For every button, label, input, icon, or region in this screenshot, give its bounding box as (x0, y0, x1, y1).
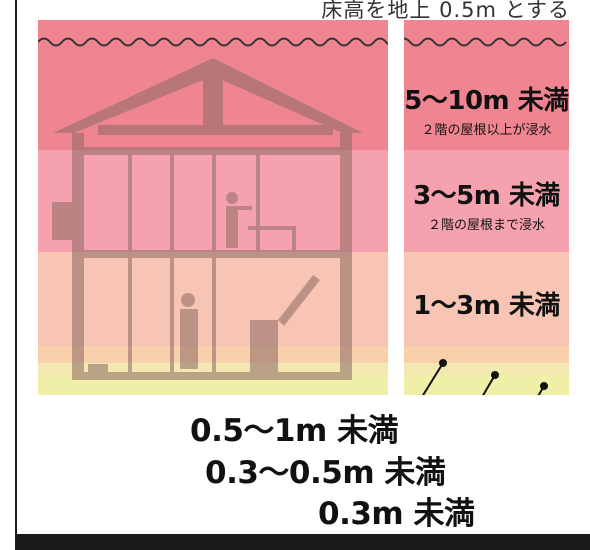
flood-depth-svg (38, 20, 569, 395)
page-left-border (0, 0, 17, 550)
house-illustration (52, 58, 363, 380)
band-right-0.3-0.5m (404, 363, 569, 375)
leader-dot-0.5-1m (439, 359, 447, 367)
band-right-3-5m (404, 150, 569, 252)
flood-depth-diagram: 5～10m 未満 ２階の屋根以上が浸水 3～5m 未満 ２階の屋根まで浸水 1～… (38, 20, 569, 395)
leader-dot-0.3m (540, 382, 548, 390)
band-gap (388, 20, 404, 395)
callout-leaders (421, 359, 548, 395)
water-surface-wave (38, 37, 567, 47)
band-label-5-10m: 5～10m 未満 ２階の屋根以上が浸水 (404, 86, 569, 138)
leader-dot-0.3-0.5m (491, 371, 499, 379)
leader-0.3-0.5m (482, 374, 496, 395)
band-label-1-3m: 1～3m 未満 (413, 291, 560, 321)
band-right-0.5-1m (404, 346, 569, 363)
callout-0.3-0.5m: 0.3～0.5m 未満 (205, 455, 446, 491)
leader-0.5-1m (421, 362, 444, 395)
callout-0.5-1m: 0.5～1m 未満 (190, 413, 399, 449)
band-right-1-3m (404, 252, 569, 346)
band-right-0.3m (404, 375, 569, 395)
callout-0.3m: 0.3m 未満 (318, 496, 475, 532)
bottom-dark-bar (15, 534, 590, 550)
floor-height-caption: 床高を地上 0.5m とする (321, 0, 570, 22)
band-label-3-5m: 3～5m 未満 ２階の屋根まで浸水 (413, 181, 560, 233)
